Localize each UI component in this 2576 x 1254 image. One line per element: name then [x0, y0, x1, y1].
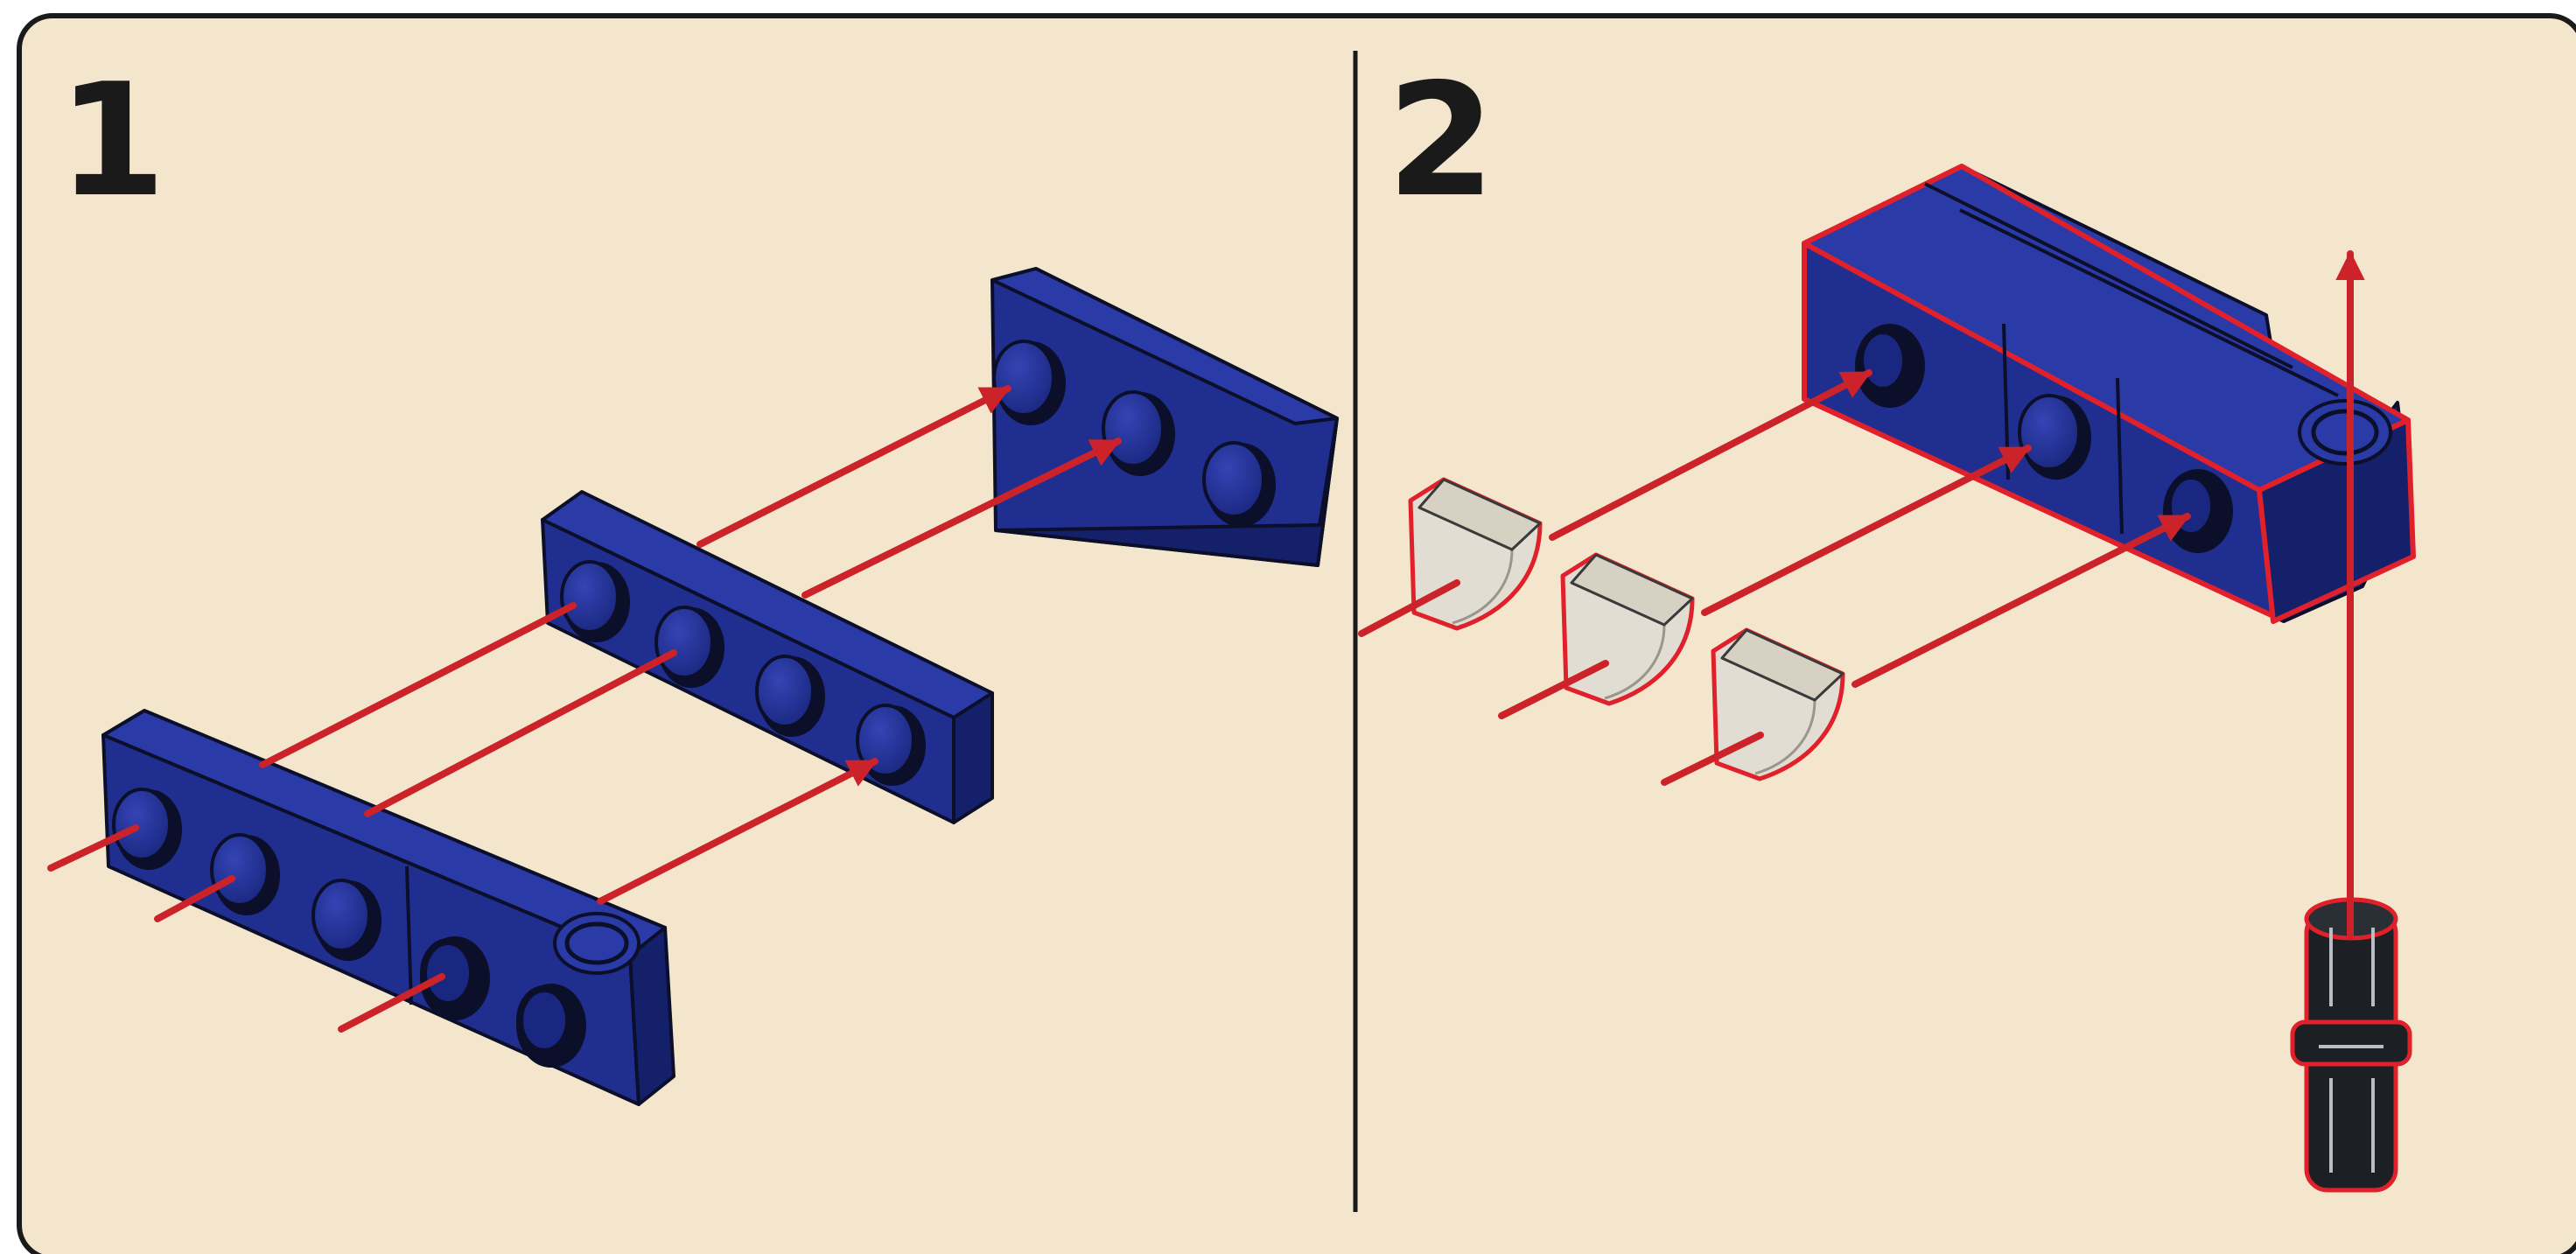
- arrow-13: [1701, 445, 2032, 616]
- step-2-illustration: [1358, 164, 2416, 1193]
- step-2-arrows: [1358, 250, 2365, 940]
- blue-wing-plate: [990, 267, 1339, 567]
- black-technic-pin: [2290, 897, 2412, 1193]
- arrow-8: [802, 438, 1122, 599]
- arrow-2: [154, 875, 235, 922]
- arrow-7: [696, 385, 1012, 548]
- long-plate-studs: [112, 788, 586, 1068]
- step-number-1: 1: [58, 50, 166, 231]
- arrow-6: [597, 758, 878, 905]
- panel-background: [17, 13, 2576, 1254]
- arrow-14: [1852, 513, 2191, 688]
- arrow-9: [1358, 579, 1460, 637]
- blue-plate-with-pin-hole: [102, 709, 676, 1106]
- step-number-2: 2: [1387, 50, 1495, 231]
- arrow-5: [364, 649, 677, 817]
- arrow-11: [1661, 732, 1764, 786]
- step-1-illustration: [47, 267, 1339, 1106]
- arrow-12: [1549, 369, 1872, 541]
- arrow-1: [47, 824, 139, 872]
- blue-subassembly: [1802, 164, 2416, 624]
- arrow-10: [1498, 660, 1609, 719]
- arrow-4: [259, 602, 577, 768]
- step-1-arrows: [47, 385, 1122, 1033]
- arrow-3: [338, 973, 445, 1033]
- wing-plate-studs: [992, 340, 1276, 527]
